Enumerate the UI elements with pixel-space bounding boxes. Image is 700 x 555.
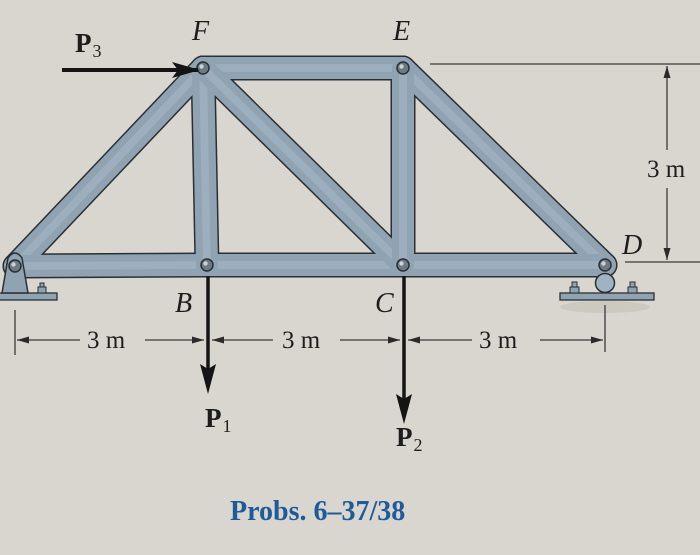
joint-label-c: C bbox=[375, 288, 394, 319]
joint-label-f: F bbox=[192, 16, 210, 47]
force-label-p3: P3 bbox=[75, 28, 102, 61]
dimension-label-ab: 3 m bbox=[83, 328, 130, 353]
figure-caption: Probs. 6–37/38 bbox=[230, 496, 406, 527]
force-label-p2: P2 bbox=[396, 422, 423, 455]
roller-support-d bbox=[559, 272, 655, 313]
dimension-label-bc: 3 m bbox=[278, 328, 325, 353]
arrow-head-p1 bbox=[200, 364, 216, 394]
force-label-p1: P1 bbox=[205, 403, 232, 436]
arrow-head-p2 bbox=[396, 394, 412, 424]
truss-pins bbox=[8, 61, 612, 273]
dimension-label-height: 3 m bbox=[643, 157, 690, 182]
pin-support-a bbox=[0, 252, 58, 301]
joint-label-b: B bbox=[175, 288, 193, 319]
joint-label-d: D bbox=[622, 230, 643, 261]
joint-label-e: E bbox=[393, 16, 411, 47]
arrow-head-p3 bbox=[172, 62, 200, 78]
horizontal-dimension bbox=[14, 305, 606, 355]
truss-members bbox=[2, 55, 618, 279]
dimension-label-cd: 3 m bbox=[475, 328, 522, 353]
